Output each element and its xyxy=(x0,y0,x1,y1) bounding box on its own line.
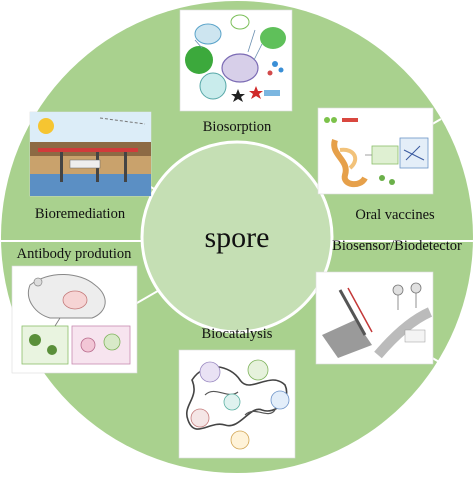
segment-label-bioremediation: Bioremediation xyxy=(35,206,126,222)
center-label: spore xyxy=(205,221,270,254)
biosorption-diagram-icon xyxy=(179,9,293,112)
segment-label-biosensor: Biosensor/Biodetector xyxy=(332,238,462,254)
mouse-antibody-diagram-icon xyxy=(11,265,138,374)
enzyme-structure-icon xyxy=(178,349,296,459)
biosensor-diagram-icon xyxy=(315,271,434,365)
oral-vaccine-diagram-icon xyxy=(317,107,434,195)
segment-label-oral-vaccines: Oral vaccines xyxy=(355,207,435,223)
segment-label-biosorption: Biosorption xyxy=(203,119,272,135)
segment-label-antibody: Antibody prodution xyxy=(17,246,133,262)
segment-label-biocatalysis: Biocatalysis xyxy=(202,326,273,342)
bioremediation-diagram-icon xyxy=(29,111,152,197)
center-disc xyxy=(140,140,334,334)
